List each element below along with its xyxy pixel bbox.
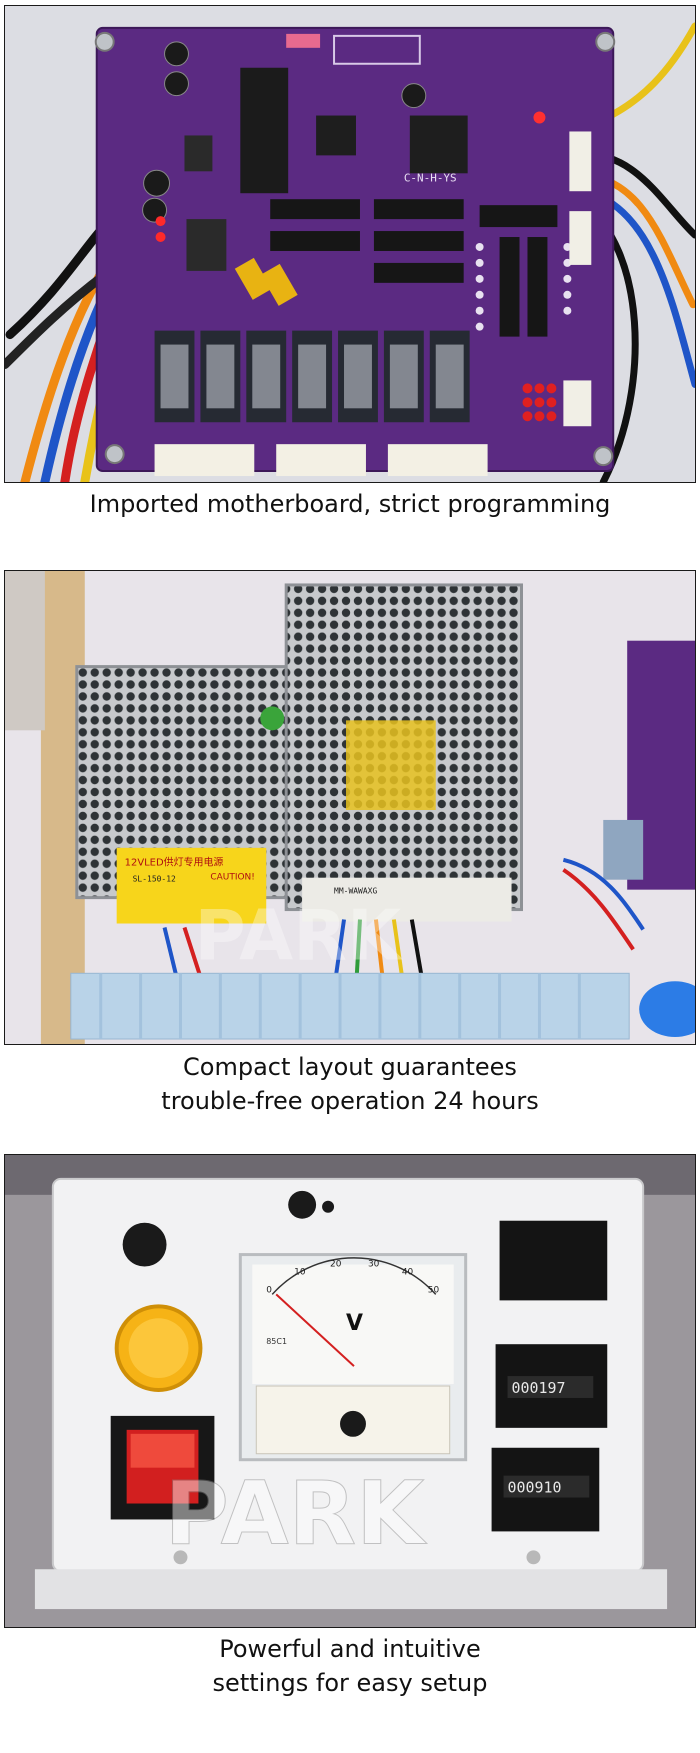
counter-2-value: 000910 (508, 1479, 562, 1497)
psu-small-caution: CAUTION! (210, 873, 254, 883)
psu-small-title: 12VLED供灯专用电源 (125, 856, 224, 869)
meter-tick: 20 (330, 1260, 342, 1270)
caption-layout: Compact layout guarantees trouble-free o… (0, 1050, 700, 1118)
control-panel-illustration: 0 10 20 30 40 50 V 85C1 000197 000910 PA… (5, 1155, 695, 1627)
meter-tick: 30 (368, 1260, 380, 1270)
meter-tick: 10 (294, 1267, 306, 1277)
motherboard-photo: C-N-H-YS (4, 5, 696, 483)
caption-motherboard: Imported motherboard, strict programming (0, 487, 700, 521)
caption-line: trouble-free operation 24 hours (161, 1087, 539, 1115)
caption-settings: Powerful and intuitive settings for easy… (0, 1632, 700, 1700)
caption-line: Powerful and intuitive (219, 1635, 481, 1663)
caption-line: Imported motherboard, strict programming (89, 490, 611, 518)
power-supply-illustration: 12VLED供灯专用电源 CAUTION! SL-150-12 MM-WAWAX… (5, 571, 695, 1044)
power-supply-photo: 12VLED供灯专用电源 CAUTION! SL-150-12 MM-WAWAX… (4, 570, 696, 1045)
motherboard-illustration: C-N-H-YS (5, 6, 695, 482)
meter-tick: 50 (428, 1285, 440, 1295)
meter-model: 85C1 (266, 1337, 287, 1346)
psu-large-model: MM-WAWAXG (334, 887, 377, 896)
counter-1-value: 000197 (512, 1379, 566, 1397)
watermark: PARK (194, 895, 404, 976)
caption-line: settings for easy setup (212, 1669, 488, 1697)
control-panel-photo: 0 10 20 30 40 50 V 85C1 000197 000910 PA… (4, 1154, 696, 1628)
meter-unit: V (346, 1311, 363, 1336)
watermark: PARK (165, 1462, 428, 1564)
meter-tick: 40 (402, 1267, 414, 1277)
caption-line: Compact layout guarantees (183, 1053, 517, 1081)
board-brand-text: C-N-H-YS (404, 171, 457, 184)
meter-tick: 0 (266, 1285, 272, 1295)
psu-small-model: SL-150-12 (133, 875, 176, 884)
